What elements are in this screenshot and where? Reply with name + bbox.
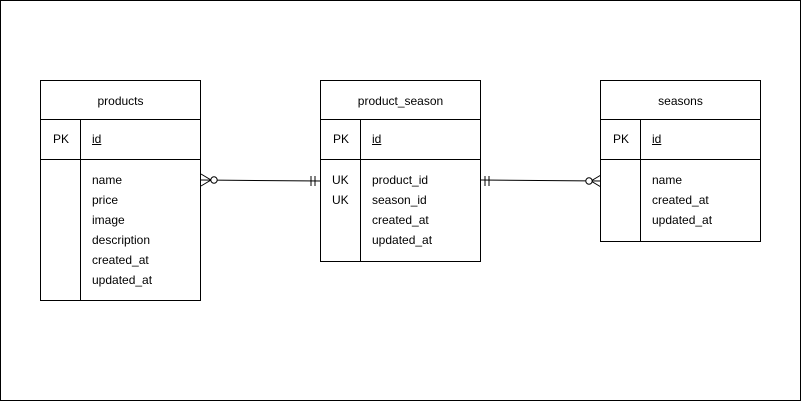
key-column: [601, 160, 641, 241]
field-names: product_id season_id created_at updated_…: [361, 160, 480, 261]
field-image: image: [92, 213, 125, 227]
primary-key-row: PK id: [41, 120, 200, 160]
field-description: description: [92, 233, 151, 247]
pk-label: PK: [41, 120, 81, 159]
entity-title: seasons: [601, 81, 760, 120]
key-column: [41, 160, 81, 300]
uk-label: UK: [332, 173, 349, 187]
pk-field: id: [361, 120, 480, 159]
field-rows: name price image description created_at …: [41, 160, 200, 300]
field-name: name: [652, 173, 683, 187]
uk-label: UK: [332, 193, 349, 207]
field-rows: UK UK product_id season_id created_at up…: [321, 160, 480, 261]
field-name: name: [92, 173, 123, 187]
field-created-at: created_at: [92, 253, 149, 267]
field-names: name price image description created_at …: [81, 160, 200, 300]
relation-product-season-seasons[interactable]: [480, 174, 602, 188]
entity-products[interactable]: products PK id name price image descript…: [40, 80, 201, 301]
key-column: UK UK: [321, 160, 361, 261]
field-updated-at: updated_at: [92, 273, 153, 287]
field-updated-at: updated_at: [372, 233, 433, 247]
optional-circle-icon: [210, 176, 218, 184]
field-created-at: created_at: [372, 213, 429, 227]
pk-field-name: id: [92, 131, 102, 146]
primary-key-row: PK id: [601, 120, 760, 160]
field-product-id: product_id: [372, 173, 429, 187]
field-rows: name created_at updated_at: [601, 160, 760, 241]
field-created-at: created_at: [652, 193, 709, 207]
entity-title: products: [41, 81, 200, 120]
optional-circle-icon: [585, 177, 593, 185]
pk-field-name: id: [372, 131, 382, 146]
relation-line: [480, 179, 602, 182]
pk-field: id: [81, 120, 200, 159]
entity-title: product_season: [321, 81, 480, 120]
pk-label: PK: [321, 120, 361, 159]
pk-field-name: id: [652, 131, 662, 146]
entity-seasons[interactable]: seasons PK id name created_at updated_at: [600, 80, 761, 242]
field-season-id: season_id: [372, 193, 427, 207]
relation-products-product-season[interactable]: [200, 173, 322, 187]
relation-line: [200, 179, 322, 182]
pk-field: id: [641, 120, 760, 159]
field-names: name created_at updated_at: [641, 160, 760, 241]
field-price: price: [92, 193, 119, 207]
primary-key-row: PK id: [321, 120, 480, 160]
entity-product-season[interactable]: product_season PK id UK UK product_id se…: [320, 80, 481, 262]
field-updated-at: updated_at: [652, 213, 713, 227]
pk-label: PK: [601, 120, 641, 159]
